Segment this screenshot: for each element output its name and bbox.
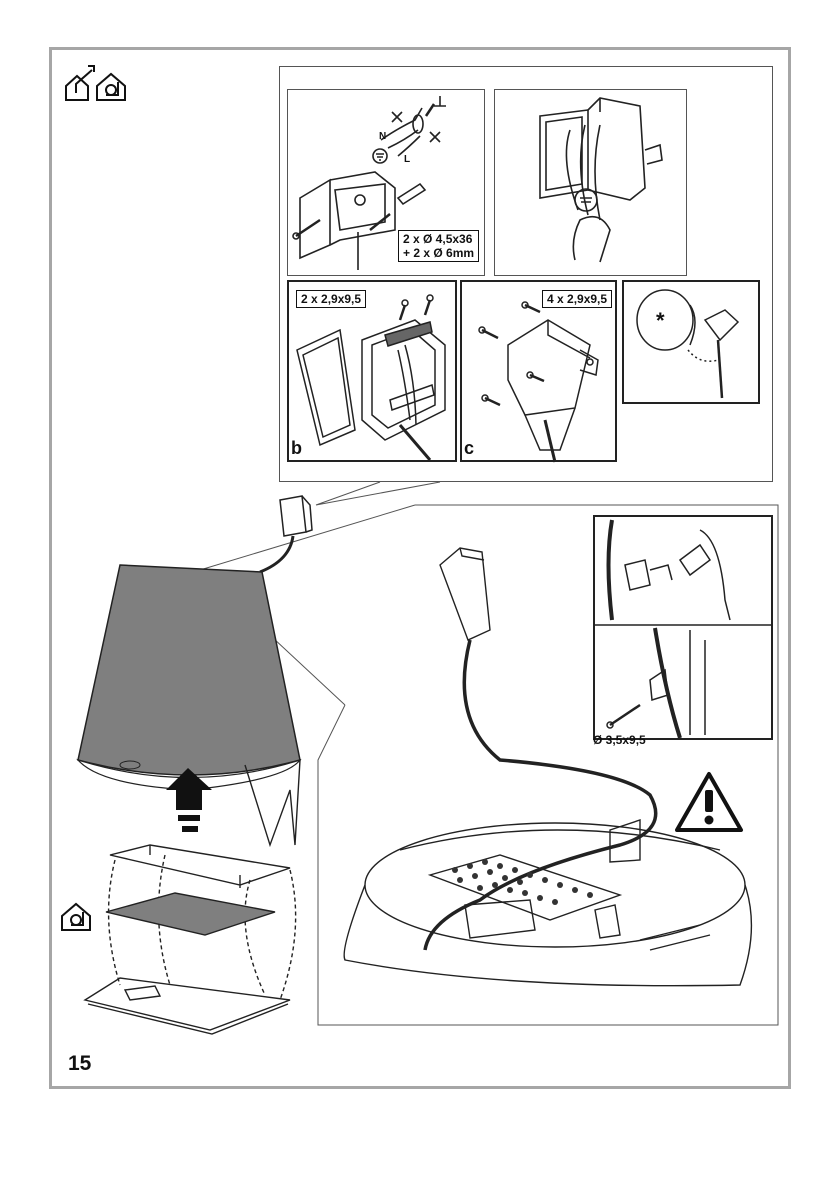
panel-cable-clip-detail <box>593 515 773 740</box>
label-step-c: c <box>464 438 475 458</box>
label-neutral: N <box>379 131 387 142</box>
arrow-up-icon <box>166 768 212 810</box>
screws-dowels-line2: + 2 x Ø 6mm <box>403 246 475 260</box>
label-asterisk: * <box>656 308 665 333</box>
label-step-b: b <box>291 438 302 458</box>
grease-filter <box>105 892 276 936</box>
page-number: 15 <box>68 1052 92 1075</box>
label-screws-dowels: 2 x Ø 4,5x36 + 2 x Ø 6mm <box>398 230 480 262</box>
screws-dowels-line1: 2 x Ø 4,5x36 <box>403 232 473 246</box>
label-live: L <box>404 154 411 165</box>
label-screws-b: 2 x 2,9x9,5 <box>296 290 367 308</box>
label-screws-c: 4 x 2,9x9,5 <box>542 290 613 308</box>
page-frame <box>49 47 791 1089</box>
panel-box-cable <box>494 89 687 276</box>
label-screw-detail: Ø 3,5x9,5 <box>593 733 646 747</box>
